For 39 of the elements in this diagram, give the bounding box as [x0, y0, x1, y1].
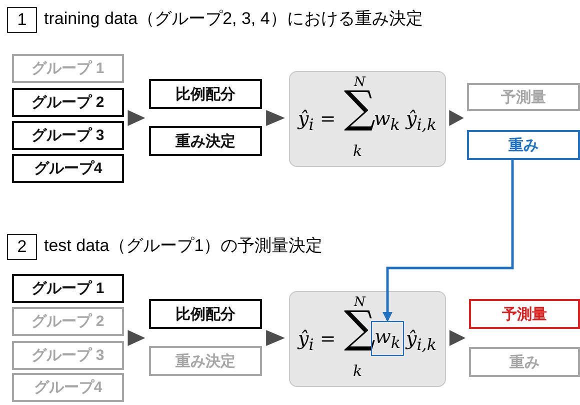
formula-text: k	[353, 144, 362, 159]
label-box: グループ 3	[12, 121, 124, 150]
label-box: 比例配分	[149, 79, 262, 109]
arrow	[266, 330, 285, 346]
label-box: 重み	[467, 130, 580, 160]
formula-text: N	[354, 296, 366, 309]
section-heading: training data（グループ2, 3, 4）における重み決定	[44, 10, 423, 27]
formula-text: ŷ$_{i}$ =	[298, 330, 336, 353]
label-box: グループ 1	[12, 274, 124, 303]
formula-panel	[289, 291, 446, 387]
number-box: 2	[7, 234, 37, 260]
number-box: 1	[7, 7, 37, 33]
arrow	[449, 330, 466, 346]
label-box: 重み決定	[149, 126, 262, 156]
formula-text: ŷ$_{i,k}$	[406, 330, 436, 353]
label-box: 重み決定	[149, 346, 262, 376]
formula-text: ∑	[344, 86, 376, 130]
label-box: 予測量	[467, 83, 580, 111]
label-box: 予測量	[469, 299, 580, 329]
section-heading: test data（グループ1）の予測量決定	[44, 237, 323, 254]
formula-text: ŷ$_{i}$ =	[298, 110, 336, 133]
formula-text: ŷ$_{i,k}$	[406, 110, 436, 133]
label-box: グループ 2	[12, 88, 124, 117]
formula-panel	[289, 71, 446, 167]
label-box: 重み	[469, 347, 580, 377]
connector-arrow	[382, 160, 514, 322]
arrow	[449, 110, 464, 126]
label-box: グループ 1	[12, 54, 124, 83]
label-box: グループ 3	[12, 341, 124, 370]
formula-text: w$_{k}$	[374, 110, 400, 133]
formula-text: N	[354, 76, 366, 89]
label-box: グループ4	[12, 373, 124, 402]
formula-text: k	[353, 364, 362, 379]
arrow	[128, 110, 146, 126]
label-box: 比例配分	[149, 299, 262, 329]
arrow	[128, 330, 146, 346]
arrow	[266, 110, 285, 126]
label-box: グループ 2	[12, 307, 124, 336]
label-box: グループ4	[12, 154, 124, 183]
